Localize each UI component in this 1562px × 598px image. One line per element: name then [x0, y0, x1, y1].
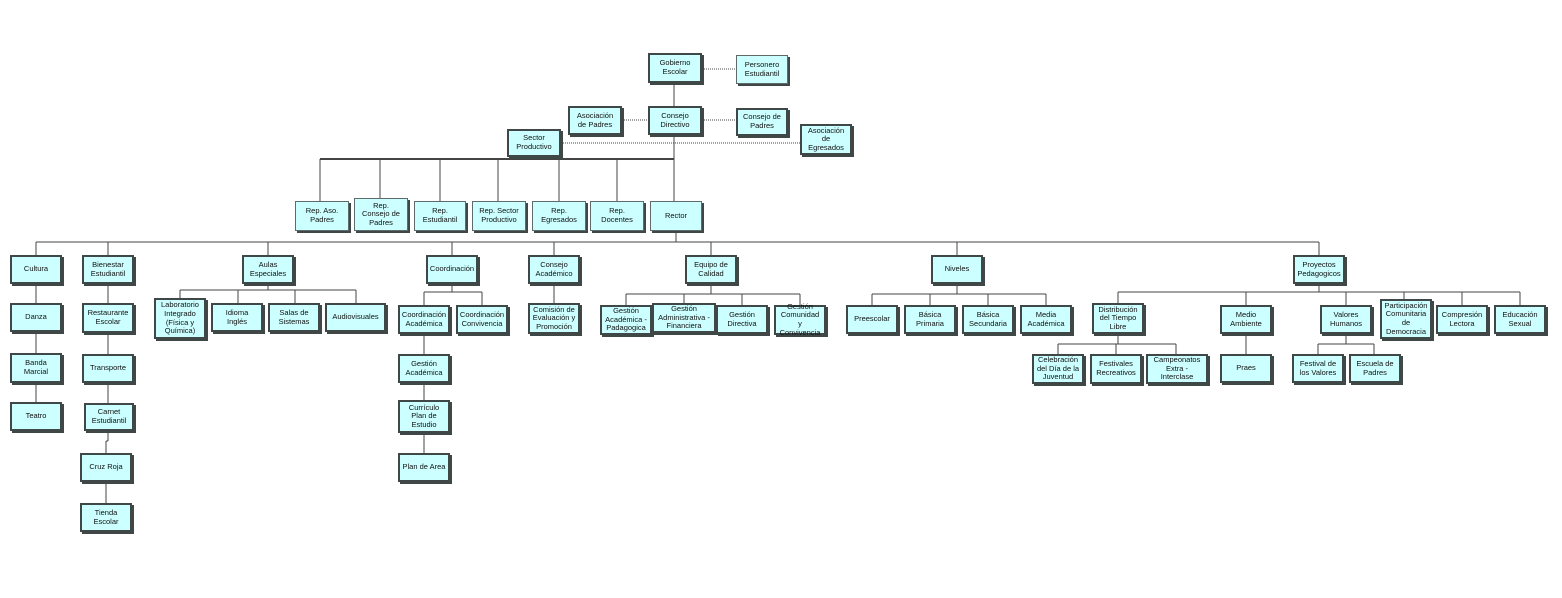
- aulas-especiales-box: Aulas Especiales: [242, 255, 294, 284]
- rep-aso-padres-box: Rep. Aso. Padres: [295, 201, 349, 231]
- praes-box: Praes: [1220, 354, 1272, 383]
- rep-consejo-padres-box: Rep. Consejo de Padres: [354, 198, 408, 231]
- proyectos-pedagogicos-box: Proyectos Pedagogicos: [1293, 255, 1345, 284]
- festivales-recreativos-box: Festivales Recreativos: [1090, 354, 1142, 384]
- banda-marcial-box: Banda Marcial: [10, 353, 62, 383]
- asociacion-padres-box: Asociación de Padres: [568, 106, 622, 135]
- media-academica-box: Media Académica: [1020, 305, 1072, 334]
- coordinacion-academica-box: Coordinación Académica: [398, 305, 450, 334]
- rep-estudiantil-box: Rep. Estudiantil: [414, 201, 466, 231]
- rep-docentes-box: Rep. Docentes: [590, 201, 644, 231]
- basica-secundaria-box: Básica Secundaria: [962, 305, 1014, 334]
- distribucion-tiempo-libre-box: Distribución del Tiempo Libre: [1092, 303, 1144, 334]
- campeonatos-box: Campeonatos Extra - Interclase: [1146, 354, 1208, 384]
- idioma-ingles-box: Idioma Inglés: [211, 303, 263, 332]
- cruz-roja-box: Cruz Roja: [80, 453, 132, 482]
- gestion-academica-pedagogica-box: Gestión Académica - Padagogica: [600, 305, 652, 335]
- educacion-sexual-box: Educación Sexual: [1494, 305, 1546, 334]
- medio-ambiente-box: Medio Ambiente: [1220, 305, 1272, 334]
- danza-box: Danza: [10, 303, 62, 332]
- plan-area-box: Plan de Area: [398, 453, 450, 482]
- rep-egresados-box: Rep. Egresados: [532, 201, 586, 231]
- cultura-box: Cultura: [10, 255, 62, 284]
- bienestar-estudiantil-box: Bienestar Estudiantil: [82, 255, 134, 284]
- gestion-administrativa-box: Gestión Administrativa - Financiera: [652, 303, 716, 333]
- consejo-academico-box: Consejo Académico: [528, 255, 580, 284]
- compresion-lectora-box: Compresión Lectora: [1436, 305, 1488, 334]
- personero-estudiantil-box: Personero Estudiantil: [736, 55, 788, 84]
- escuela-padres-box: Escuela de Padres: [1349, 354, 1401, 383]
- rector-box: Rector: [650, 201, 702, 231]
- asociacion-egresados-box: Asociación de Egresados: [800, 124, 852, 155]
- curriculo-box: Currículo Plan de Estudio: [398, 400, 450, 433]
- salas-sistemas-box: Salas de Sistemas: [268, 303, 320, 332]
- coordinacion-convivencia-box: Coordinación Convivencia: [456, 305, 508, 334]
- coordinacion-box: Coordinación: [426, 255, 478, 284]
- basica-primaria-box: Básica Primaria: [904, 305, 956, 334]
- teatro-box: Teatro: [10, 402, 62, 431]
- niveles-box: Niveles: [931, 255, 983, 284]
- valores-humanos-box: Valores Humanos: [1320, 305, 1372, 334]
- tienda-escolar-box: Tienda Escolar: [80, 503, 132, 532]
- gestion-comunidad-box: Gestión Comunidad y Convivencia: [774, 302, 826, 336]
- restaurante-escolar-box: Restaurante Escolar: [82, 303, 134, 333]
- gestion-academica-box: Gestión Académica: [398, 354, 450, 383]
- gestion-directiva-box: Gestión Directiva: [716, 305, 768, 334]
- equipo-calidad-box: Equipo de Calidad: [685, 255, 737, 284]
- transporte-box: Transporte: [82, 354, 134, 383]
- festival-valores-box: Festival de los Valores: [1292, 354, 1344, 383]
- celebracion-juventud-box: Celebración del Día de la Juventud: [1032, 354, 1084, 384]
- rep-sector-productivo-box: Rep. Sector Productivo: [472, 201, 526, 231]
- audiovisuales-box: Audiovisuales: [325, 303, 386, 332]
- laboratorio-box: Laboratorio Integrado (Física y Química): [154, 298, 206, 339]
- preescolar-box: Preescolar: [846, 305, 898, 334]
- gobierno-escolar-box: Gobierno Escolar: [648, 53, 702, 83]
- comision-evaluacion-box: Comisión de Evaluación y Promoción: [528, 303, 580, 334]
- consejo-padres-box: Consejo de Padres: [736, 108, 788, 136]
- participacion-comunitaria-box: Participación Comunitaria de Democracia: [1380, 299, 1432, 339]
- sector-productivo-box: Sector Productivo: [507, 129, 561, 157]
- carnet-estudiantil-box: Carnet Estudiantil: [84, 403, 134, 431]
- consejo-directivo-box: Consejo Directivo: [648, 106, 702, 135]
